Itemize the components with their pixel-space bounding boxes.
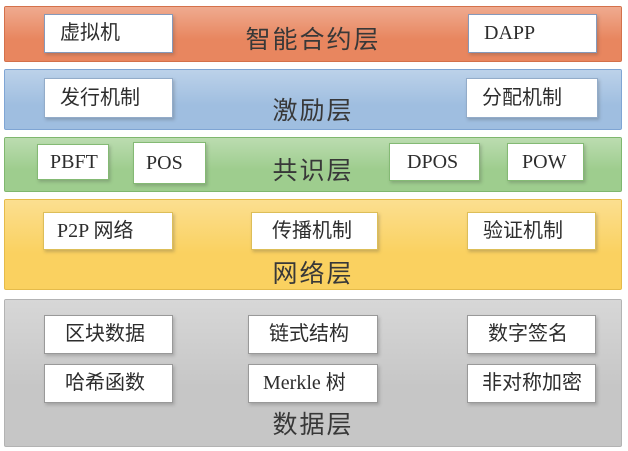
node-dpos: DPOS: [389, 143, 480, 181]
node-propagation-mechanism: 传播机制: [251, 212, 378, 250]
node-digital-signature: 数字签名: [467, 315, 596, 354]
node-issuance-mechanism: 发行机制: [44, 78, 173, 118]
layer-incentive: 发行机制 激励层 分配机制: [4, 69, 622, 130]
node-asymmetric-encryption: 非对称加密: [467, 364, 596, 403]
node-distribution-mechanism: 分配机制: [466, 78, 598, 118]
layer-smart-contract: 虚拟机 智能合约层 DAPP: [4, 6, 622, 62]
node-chain-structure: 链式结构: [248, 315, 378, 354]
layer-title-incentive: 激励层: [272, 98, 354, 125]
node-pbft: PBFT: [37, 144, 109, 180]
node-hash-function: 哈希函数: [44, 364, 173, 403]
node-merkle-tree: Merkle 树: [248, 364, 378, 403]
node-dapp: DAPP: [468, 14, 597, 53]
node-block-data: 区块数据: [44, 315, 173, 354]
layer-title-consensus: 共识层: [272, 158, 354, 185]
node-p2p-network: P2P 网络: [43, 212, 173, 250]
layer-title-network: 网络层: [272, 261, 354, 288]
node-verification-mechanism: 验证机制: [467, 212, 596, 250]
layer-title-data: 数据层: [272, 412, 354, 439]
layer-network: P2P 网络 传播机制 验证机制 网络层: [4, 199, 622, 290]
node-pow: POW: [507, 143, 584, 181]
node-virtual-machine: 虚拟机: [44, 14, 173, 53]
layer-title-smart-contract: 智能合约层: [245, 27, 381, 54]
node-pos: POS: [133, 142, 206, 184]
layer-consensus: PBFT POS 共识层 DPOS POW: [4, 137, 622, 192]
layer-data: 区块数据 链式结构 数字签名 哈希函数 Merkle 树 非对称加密 数据层: [4, 299, 622, 447]
